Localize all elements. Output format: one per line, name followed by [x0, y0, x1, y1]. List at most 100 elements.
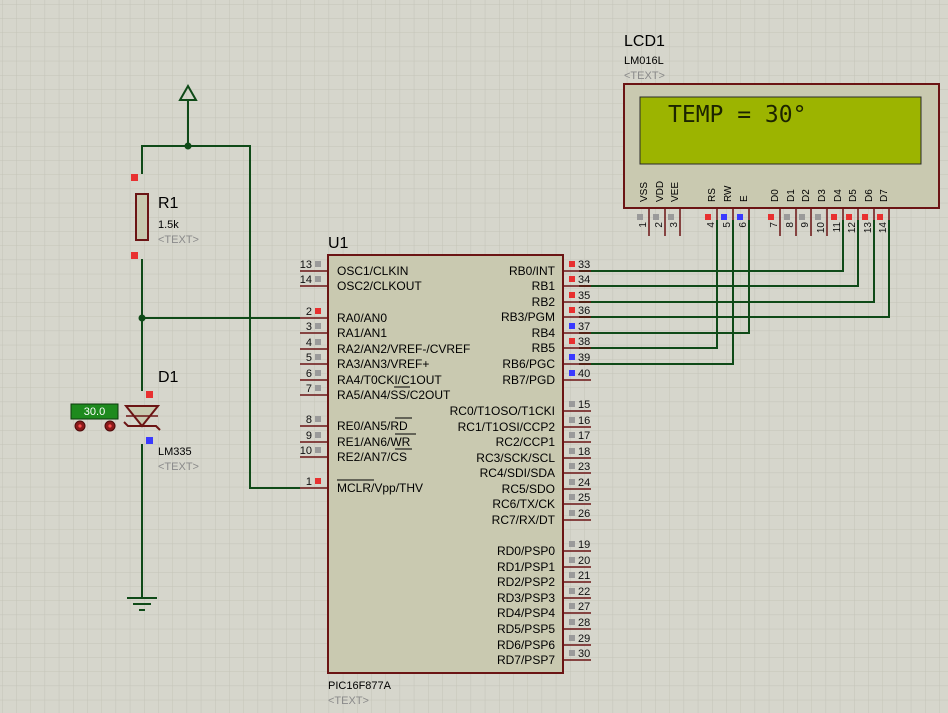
mcu-body[interactable] [327, 254, 564, 674]
resistor-r1[interactable]: R1 1.5k <TEXT> [131, 174, 199, 259]
r1-text-placeholder: <TEXT> [158, 234, 199, 246]
pin-label: RB0/INT [509, 264, 556, 278]
lcd-pin[interactable]: 7D0 [768, 189, 781, 236]
pin-label: MCLR/Vpp/THV [337, 481, 423, 495]
r1-ref-label: R1 [158, 195, 179, 212]
pin-number: 10 [300, 445, 312, 457]
lcd-pin-name: D5 [848, 189, 859, 202]
pin-state-indicator [831, 214, 837, 220]
temperature-increase-button[interactable] [104, 420, 116, 432]
pin-number: 6 [306, 368, 312, 380]
pin-label: RD2/PSP2 [497, 575, 555, 589]
pin-number: 35 [578, 290, 590, 302]
junction-dot [138, 314, 146, 322]
pin-label: RA2/AN2/VREF-/CVREF [337, 342, 470, 356]
pin-state-indicator [315, 447, 321, 453]
wire-rb4-e [579, 220, 750, 334]
pin-label: RC1/T1OSI/CCP2 [458, 420, 556, 434]
pin-label: RC7/RX/DT [492, 513, 556, 527]
lcd-pin-name: VDD [655, 181, 666, 202]
pin-label: RC5/SDO [502, 482, 555, 496]
pin-label: RA3/AN3/VREF+ [337, 357, 429, 371]
lcd-pin-group: 1VSS2VDD3VEE4RS5RW6E7D08D19D210D311D412D… [637, 181, 890, 236]
pin-state-indicator [315, 416, 321, 422]
lcd-pin[interactable]: 8D1 [784, 189, 797, 236]
sensor-d1[interactable]: D1 LM335 <TEXT> 30.0 [70, 369, 199, 473]
pin-number: 23 [578, 461, 590, 473]
temperature-probe-display[interactable] [70, 403, 119, 420]
pin-number: 14 [300, 274, 312, 286]
pin-number: 3 [306, 321, 312, 333]
pin-number: 29 [578, 633, 590, 645]
pin-label: RB2 [532, 295, 556, 309]
lcd-pin-name: E [739, 195, 750, 202]
pin-label: RB3/PGM [501, 310, 555, 324]
wire-rb1-d5 [579, 220, 859, 287]
mcu-pin-right[interactable]: 36 RB3/PGM [501, 305, 591, 324]
lcd-pin-name: D2 [801, 189, 812, 202]
lcd-pin[interactable]: 9D2 [799, 189, 812, 236]
pin-state-indicator [569, 650, 575, 656]
pin-label: RB7/PGD [502, 373, 555, 387]
lcd-component[interactable]: LCD1 LM016L <TEXT> TEMP = 30° 1VSS2VDD3V… [623, 33, 940, 236]
wire-rb0-d4 [579, 220, 844, 272]
decrease-arrow-icon [78, 424, 82, 428]
pin-state-indicator [569, 635, 575, 641]
pin-state-indicator [705, 214, 711, 220]
pin-label: RD1/PSP1 [497, 560, 555, 574]
resistor-body[interactable] [135, 193, 149, 241]
pin-number: 36 [578, 305, 590, 317]
mcu-pin-right[interactable]: 35 RB2 [532, 290, 591, 309]
temperature-decrease-button[interactable] [74, 420, 86, 432]
d1-pin-bottom [146, 437, 153, 444]
pin-label: RB6/PGC [502, 357, 555, 371]
pin-state-indicator [877, 214, 883, 220]
pin-state-indicator [653, 214, 659, 220]
pin-state-indicator [784, 214, 790, 220]
lcd-pin-number: 6 [738, 222, 749, 228]
pin-number: 40 [578, 368, 590, 380]
mcu-pin-right[interactable]: 40 RB7/PGD [502, 368, 591, 387]
pin-state-indicator [815, 214, 821, 220]
